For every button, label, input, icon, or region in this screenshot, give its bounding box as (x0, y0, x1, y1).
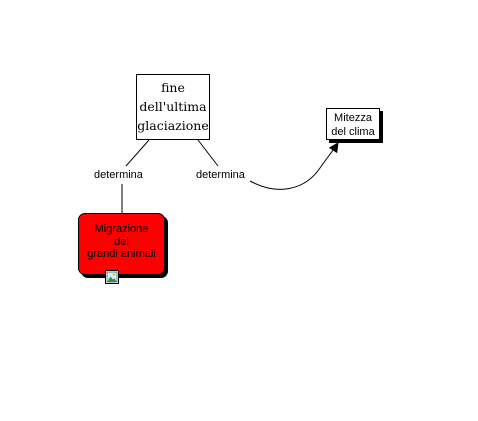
link-arrow-label-2-to-mitezza[interactable] (249, 142, 339, 190)
concept-text-line: del clima (331, 126, 375, 138)
concept-text-line: fine (161, 80, 185, 95)
concept-text-line: grandi animali (87, 248, 156, 260)
image-icon[interactable] (105, 270, 119, 284)
link-line-fine-to-label-2[interactable] (197, 139, 219, 167)
link-label-determina[interactable]: determina (94, 168, 143, 182)
link-label-determina[interactable]: determina (196, 168, 245, 182)
concept-text-line: Mitezza (334, 112, 372, 124)
link-line-fine-to-label-1[interactable] (125, 139, 150, 167)
concept-text-line: dei (114, 235, 129, 248)
concept-text-line: glaciazione (137, 118, 209, 133)
concept-node-mitezza-clima[interactable]: Mitezza del clima (326, 108, 380, 140)
concept-node-migrazione-animali[interactable]: Migrazione dei grandi animali (78, 213, 165, 275)
concept-node-fine-glaciazione[interactable]: fine dell'ultima glaciazione (136, 74, 210, 140)
concept-text-line: Migrazione (94, 223, 149, 235)
concept-text-line: dell'ultima (139, 99, 207, 114)
